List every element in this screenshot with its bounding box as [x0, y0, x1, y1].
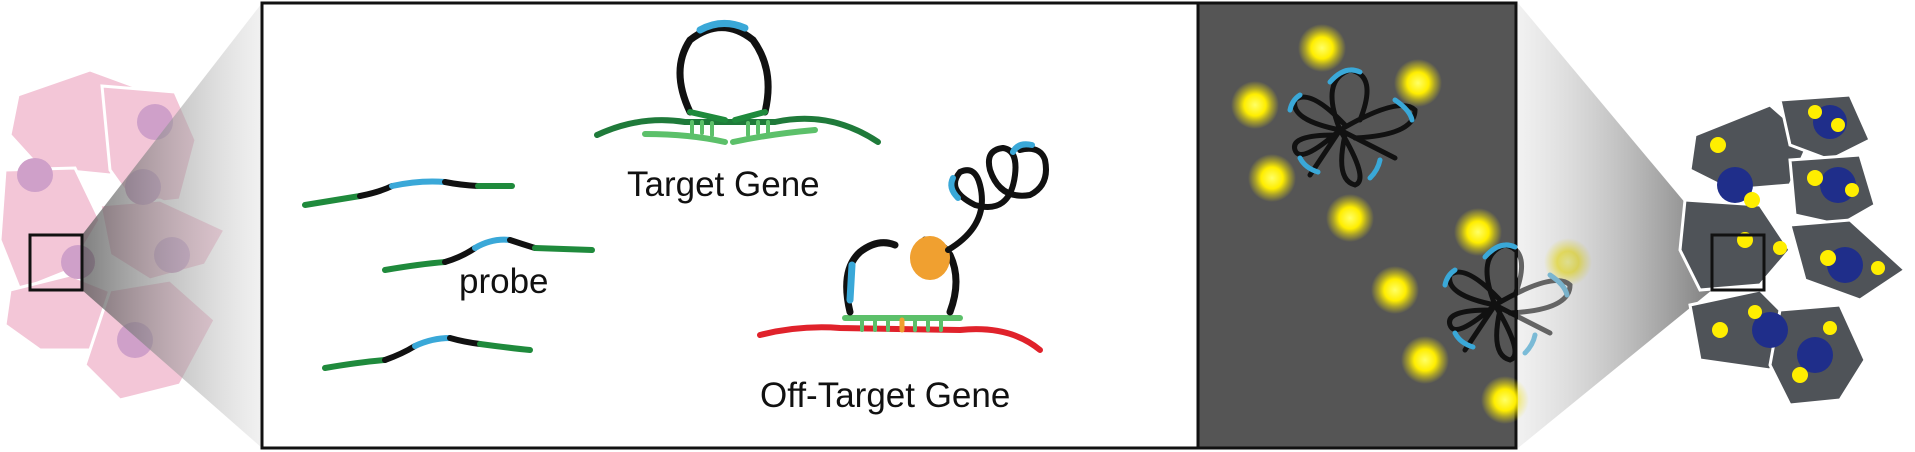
- signal-spot: [1454, 208, 1502, 256]
- off-target-probe-barcode: [846, 261, 856, 304]
- off-target-strand: [757, 324, 1043, 353]
- off-target-probe-loop: [843, 239, 899, 316]
- cleaved-probe-tail: [945, 145, 1019, 253]
- free-probe: [322, 335, 533, 371]
- probe-label: probe: [459, 262, 549, 301]
- target-gene-complex: [594, 20, 881, 145]
- zoom-box-left: [28, 233, 84, 292]
- signal-spot: [1401, 336, 1449, 384]
- off-target-base-pairs: [860, 318, 943, 332]
- right-nucleus: [1827, 247, 1863, 283]
- mismatch-enzyme: [910, 236, 950, 280]
- target-base-pairs: [690, 120, 770, 137]
- cleaved-tail-barcode: [1010, 141, 1035, 155]
- signal-spot: [1371, 266, 1419, 314]
- schematic-panel: [260, 1, 1200, 450]
- signal-spot: [1481, 376, 1529, 424]
- zoom-box-right: [1710, 233, 1766, 292]
- right-cell-cluster: [1678, 93, 1908, 407]
- target-gene-label: Target Gene: [627, 165, 820, 204]
- right-nucleus: [1717, 167, 1753, 203]
- free-probe: [302, 178, 515, 208]
- rolling-circle-product: [1231, 24, 1442, 242]
- signal-spot: [1298, 24, 1346, 72]
- target-probe-arm: [687, 109, 768, 123]
- right-nucleus: [1752, 312, 1788, 348]
- zoom-cone-right: [1518, 3, 1712, 448]
- target-duplex: [642, 127, 818, 145]
- signal-spot: [1231, 81, 1279, 129]
- right-nucleus: [1797, 337, 1833, 373]
- free-probe: [382, 236, 595, 273]
- target-probe-loop: [676, 24, 772, 116]
- target-gene-strand: [594, 115, 881, 145]
- cleaved-tail-curl: [985, 145, 1049, 199]
- right-cell: [1688, 103, 1812, 192]
- zoom-cone-left: [82, 3, 262, 448]
- signal-spot: [1394, 59, 1442, 107]
- cleaved-tail-barcode: [948, 175, 961, 201]
- signal-spot: [1248, 154, 1296, 202]
- right-signal-dots: [1710, 105, 1885, 383]
- off-target-gene-label: Off-Target Gene: [760, 376, 1010, 415]
- off-target-complex: [757, 141, 1049, 353]
- target-probe-barcode: [696, 20, 749, 34]
- left-nucleus: [17, 158, 53, 192]
- signal-spot: [1326, 194, 1374, 242]
- right-cell: [1678, 198, 1792, 292]
